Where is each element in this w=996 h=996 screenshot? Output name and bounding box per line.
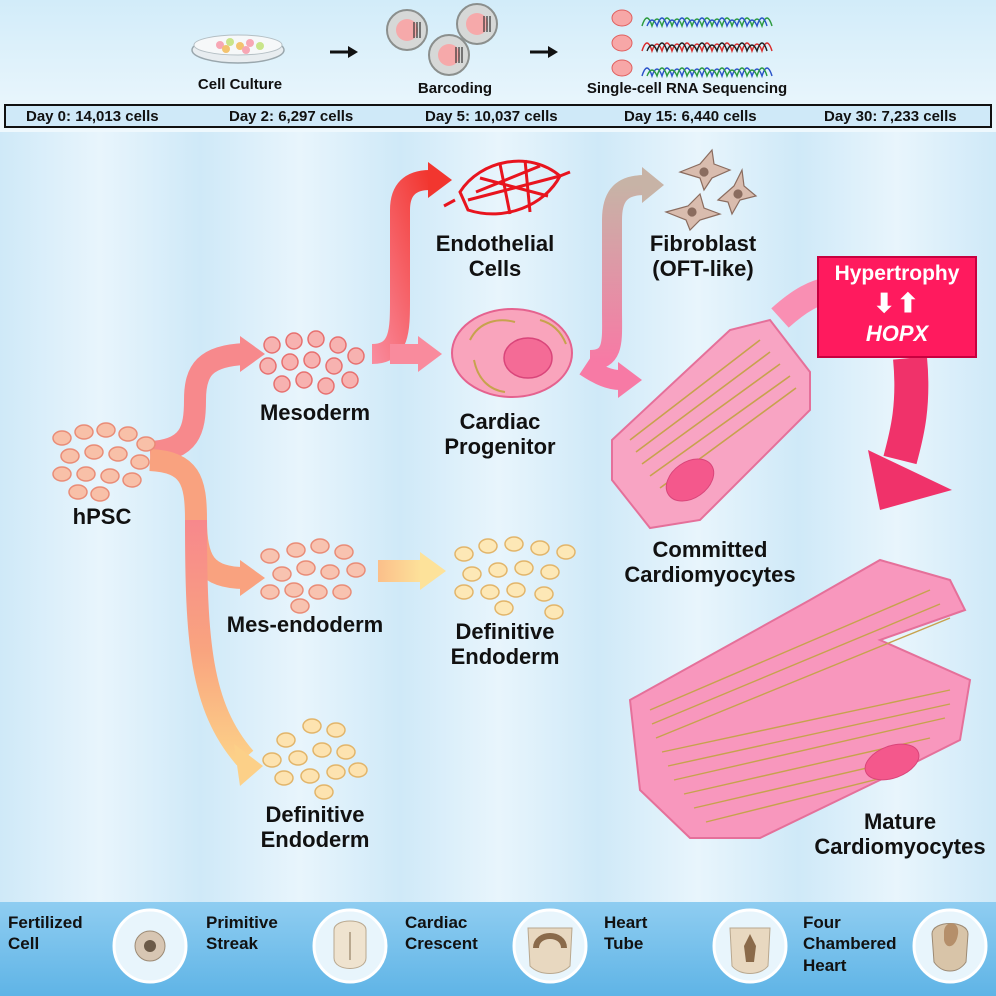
arrow-to-definitive-endoderm (378, 552, 446, 590)
label-definitive-endoderm-mid: Definitive Endoderm (450, 619, 560, 669)
day-30-label: Day 30: 7,233 cells (824, 108, 957, 125)
hpsc-cluster (52, 422, 156, 502)
definitive-endoderm-cluster-left (262, 718, 368, 800)
sequencing-traces-icon (611, 9, 773, 79)
stage-fertilized-cell: Fertilized Cell (8, 913, 83, 954)
stage-four-chambered-heart: Four Chambered Heart (803, 913, 897, 975)
label-hpsc: hPSC (72, 504, 132, 529)
step-cell-culture: Cell Culture (197, 76, 283, 93)
fertilized-cell-icon (112, 908, 188, 984)
up-down-arrows-icon: ⬇⬆ (873, 288, 921, 318)
four-chambered-heart-icon (912, 908, 988, 984)
label-mature-cardiomyocytes: Mature Cardiomyocytes (814, 809, 986, 859)
hopx-gene-label: HOPX (865, 321, 929, 346)
step-barcoding: Barcoding (417, 80, 493, 97)
primitive-streak-icon (312, 908, 388, 984)
stage-primitive-streak: Primitive Streak (206, 913, 278, 954)
day-0-label: Day 0: 14,013 cells (26, 108, 159, 125)
mature-cardiomyocyte (628, 558, 972, 839)
definitive-endoderm-cluster-mid (454, 536, 576, 620)
label-mesoderm: Mesoderm (259, 400, 371, 425)
hypertrophy-title: Hypertrophy (834, 262, 960, 285)
stage-heart-tube: Heart Tube (604, 913, 648, 954)
label-definitive-endoderm-left: Definitive Endoderm (260, 802, 370, 852)
heart-tube-icon (712, 908, 788, 984)
arrow-icon (330, 46, 358, 58)
day-5-label: Day 5: 10,037 cells (425, 108, 558, 125)
arrow-icon (530, 46, 558, 58)
label-endothelial-cells: Endothelial Cells (435, 231, 555, 281)
branch-arrow-progenitor (579, 167, 664, 398)
branch-arrow-hpsc (148, 336, 265, 786)
day-2-label: Day 2: 6,297 cells (229, 108, 354, 125)
step-scrnaseq: Single-cell RNA Sequencing (586, 80, 788, 97)
endothelial-network (443, 159, 571, 216)
mesoderm-cluster (259, 330, 365, 395)
stage-cardiac-crescent: Cardiac Crescent (405, 913, 478, 954)
barcoding-droplets-icon (386, 3, 498, 76)
fibroblast-cells (664, 148, 758, 232)
label-fibroblast: Fibroblast (OFT-like) (649, 231, 757, 281)
label-mes-endoderm: Mes-endoderm (226, 612, 384, 637)
hypertrophy-box: Hypertrophy ⬇⬆ HOPX (817, 256, 977, 358)
day-bar: Day 0: 14,013 cells Day 2: 6,297 cells D… (4, 104, 992, 128)
petri-dish-icon (191, 34, 285, 64)
day-15-label: Day 15: 6,440 cells (624, 108, 757, 125)
cardiac-progenitor-cell (451, 308, 573, 398)
label-cardiac-progenitor: Cardiac Progenitor (444, 409, 556, 459)
label-committed-cardiomyocytes: Committed Cardiomyocytes (624, 537, 796, 587)
mes-endoderm-cluster (260, 538, 366, 614)
cardiac-crescent-icon (512, 908, 588, 984)
committed-cardiomyocyte (611, 318, 811, 530)
branch-arrow-mesoderm (371, 162, 452, 372)
